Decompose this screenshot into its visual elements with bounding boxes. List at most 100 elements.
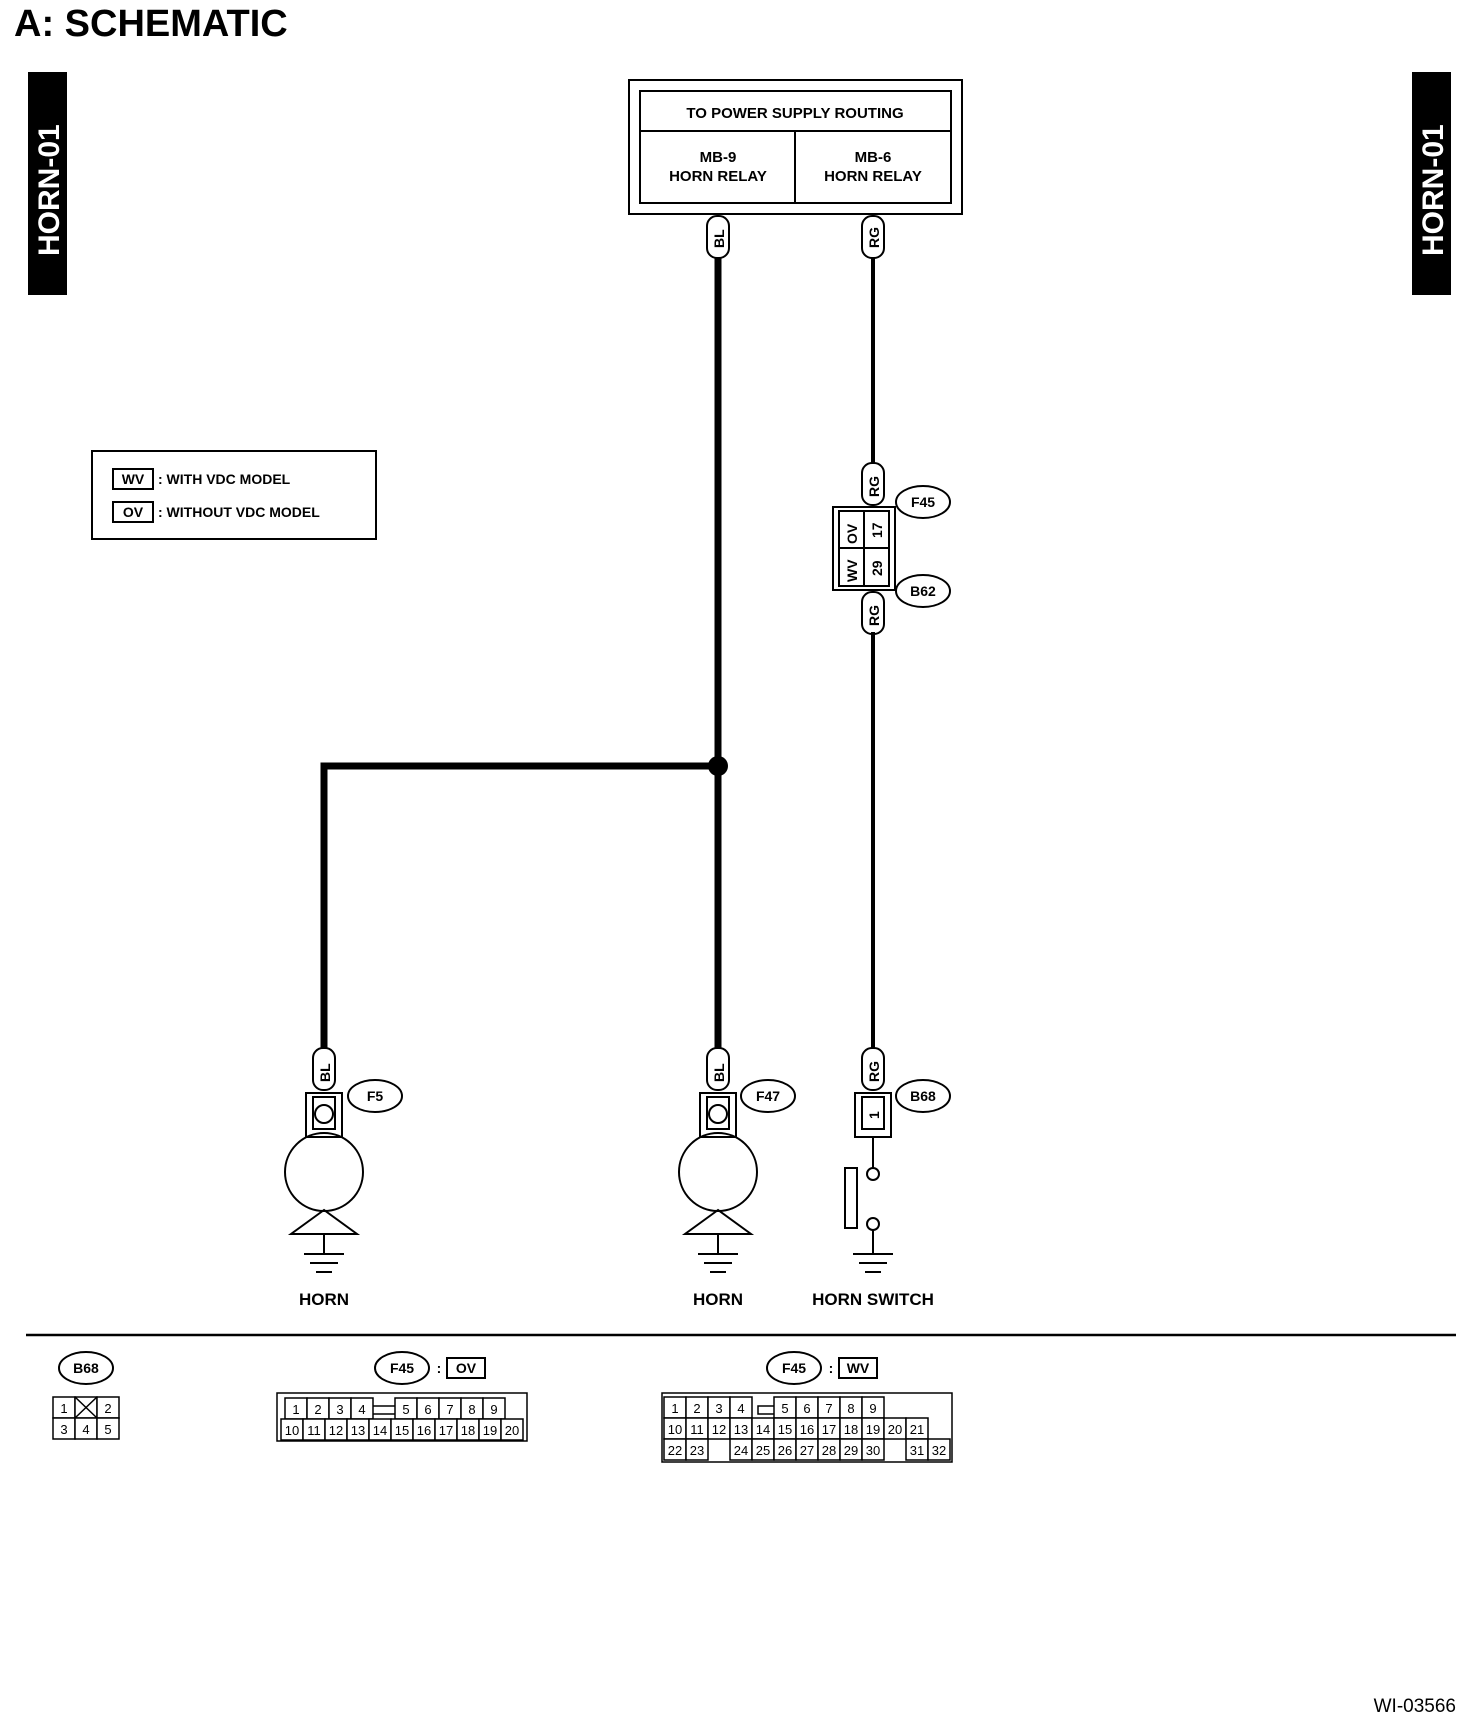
legend-wv-text: : WITH VDC MODEL <box>158 471 291 487</box>
pinout-f45-wv-tag: F45 <box>782 1360 806 1376</box>
pin-number: 20 <box>888 1422 902 1437</box>
pin-number: 4 <box>82 1422 89 1437</box>
pinout-f45-wv-code: WV <box>847 1360 870 1376</box>
mb9-horn-relay-label: HORN RELAY <box>669 168 767 185</box>
side-tab-right-label: HORN-01 <box>1417 124 1450 256</box>
pin-cell <box>500 1418 524 1441</box>
pin-number: 32 <box>932 1443 946 1458</box>
pin-number: 18 <box>844 1422 858 1437</box>
pin-cell <box>96 1417 120 1440</box>
bl-label-top: BL <box>711 229 727 248</box>
pin-number: 24 <box>734 1443 748 1458</box>
bl-wire-tag-top: BL <box>706 215 730 259</box>
pin-1: 1 <box>866 1111 882 1119</box>
pin-number: 15 <box>395 1423 409 1438</box>
inline-wv-code: WV <box>844 559 860 582</box>
pin-number: 13 <box>734 1422 748 1437</box>
connector-key <box>370 1405 398 1415</box>
f47-tag: F47 <box>756 1088 780 1104</box>
pin-number: 6 <box>803 1401 810 1416</box>
pin-number: 1 <box>671 1401 678 1416</box>
pin-number: 16 <box>417 1423 431 1438</box>
pin-number: 14 <box>373 1423 387 1438</box>
side-tab-left: HORN-01 <box>28 72 67 295</box>
pin-number: 3 <box>336 1402 343 1417</box>
pin-number: 31 <box>910 1443 924 1458</box>
pinout-f45-ov-code: OV <box>456 1360 477 1376</box>
pin-29: 29 <box>869 560 885 576</box>
unused-pin-cross <box>74 1396 98 1419</box>
pin-number: 12 <box>329 1423 343 1438</box>
legend-wv-code: WV <box>122 471 145 487</box>
horn-switch: RG 1 B68 HORN SWITCH <box>812 1047 951 1309</box>
b62-tag: B62 <box>910 583 936 599</box>
b68-tag: B68 <box>910 1088 936 1104</box>
pin-number: 29 <box>844 1443 858 1458</box>
connector-frame <box>661 1392 953 1463</box>
rg-label-b62: RG <box>866 605 882 626</box>
pin-number: 17 <box>822 1422 836 1437</box>
pin-number: 10 <box>285 1423 299 1438</box>
pin-number: 2 <box>693 1401 700 1416</box>
pin-number: 22 <box>668 1443 682 1458</box>
pin-number: 21 <box>910 1422 924 1437</box>
power-supply-box: TO POWER SUPPLY ROUTING MB-9 HORN RELAY … <box>628 79 963 215</box>
splice-junction <box>708 756 728 776</box>
pin-number: 10 <box>668 1422 682 1437</box>
pin-number: 20 <box>505 1423 519 1438</box>
figure-id: WI-03566 <box>1374 1696 1456 1717</box>
pin-number: 4 <box>358 1402 365 1417</box>
pinout-f45-wv-colon: : <box>829 1360 834 1376</box>
f45-tag: F45 <box>911 494 935 510</box>
pinout-b68-tag: B68 <box>73 1360 99 1376</box>
rg-label-top: RG <box>866 227 882 248</box>
legend-ov-text: : WITHOUT VDC MODEL <box>158 504 320 520</box>
mb6-horn-relay-label: HORN RELAY <box>824 168 922 185</box>
pin-number: 7 <box>825 1401 832 1416</box>
pin-number: 11 <box>690 1422 704 1437</box>
pin-number: 2 <box>314 1402 321 1417</box>
horn-switch-contact <box>844 1167 858 1229</box>
pin-number: 15 <box>778 1422 792 1437</box>
bl-label-f47: BL <box>711 1063 727 1082</box>
mb6-label: MB-6 <box>855 149 892 166</box>
pin-number: 25 <box>756 1443 770 1458</box>
pin-17: 17 <box>869 522 885 538</box>
horn-switch-label: HORN SWITCH <box>812 1290 934 1309</box>
horn-left: BL F5 HORN <box>284 1047 403 1309</box>
rg-label-f45: RG <box>866 476 882 497</box>
horn-center: BL F47 HORN <box>678 1047 796 1309</box>
pin-number: 19 <box>866 1422 880 1437</box>
pin-number: 5 <box>402 1402 409 1417</box>
pin-number: 14 <box>756 1422 770 1437</box>
inline-ov-code: OV <box>844 523 860 544</box>
side-tab-left-label: HORN-01 <box>33 124 66 256</box>
power-supply-header: TO POWER SUPPLY ROUTING <box>686 105 903 122</box>
pin-number: 1 <box>292 1402 299 1417</box>
f5-tag: F5 <box>367 1088 384 1104</box>
pin-cell <box>861 1438 885 1461</box>
pin-number: 12 <box>712 1422 726 1437</box>
pin-number: 30 <box>866 1443 880 1458</box>
pinout-f45-ov-colon: : <box>437 1360 442 1376</box>
pin-number: 16 <box>800 1422 814 1437</box>
side-tab-right: HORN-01 <box>1412 72 1451 295</box>
horn-left-label: HORN <box>299 1290 349 1309</box>
rg-label-b68: RG <box>866 1061 882 1082</box>
horn-center-body <box>678 1132 758 1212</box>
pin-number: 28 <box>822 1443 836 1458</box>
pin-number: 23 <box>690 1443 704 1458</box>
pin-number: 4 <box>737 1401 744 1416</box>
pin-number: 9 <box>490 1402 497 1417</box>
horn-center-label: HORN <box>693 1290 743 1309</box>
pin-number: 7 <box>446 1402 453 1417</box>
pin-number: 8 <box>468 1402 475 1417</box>
pin-number: 8 <box>847 1401 854 1416</box>
pin-cell <box>927 1438 951 1461</box>
